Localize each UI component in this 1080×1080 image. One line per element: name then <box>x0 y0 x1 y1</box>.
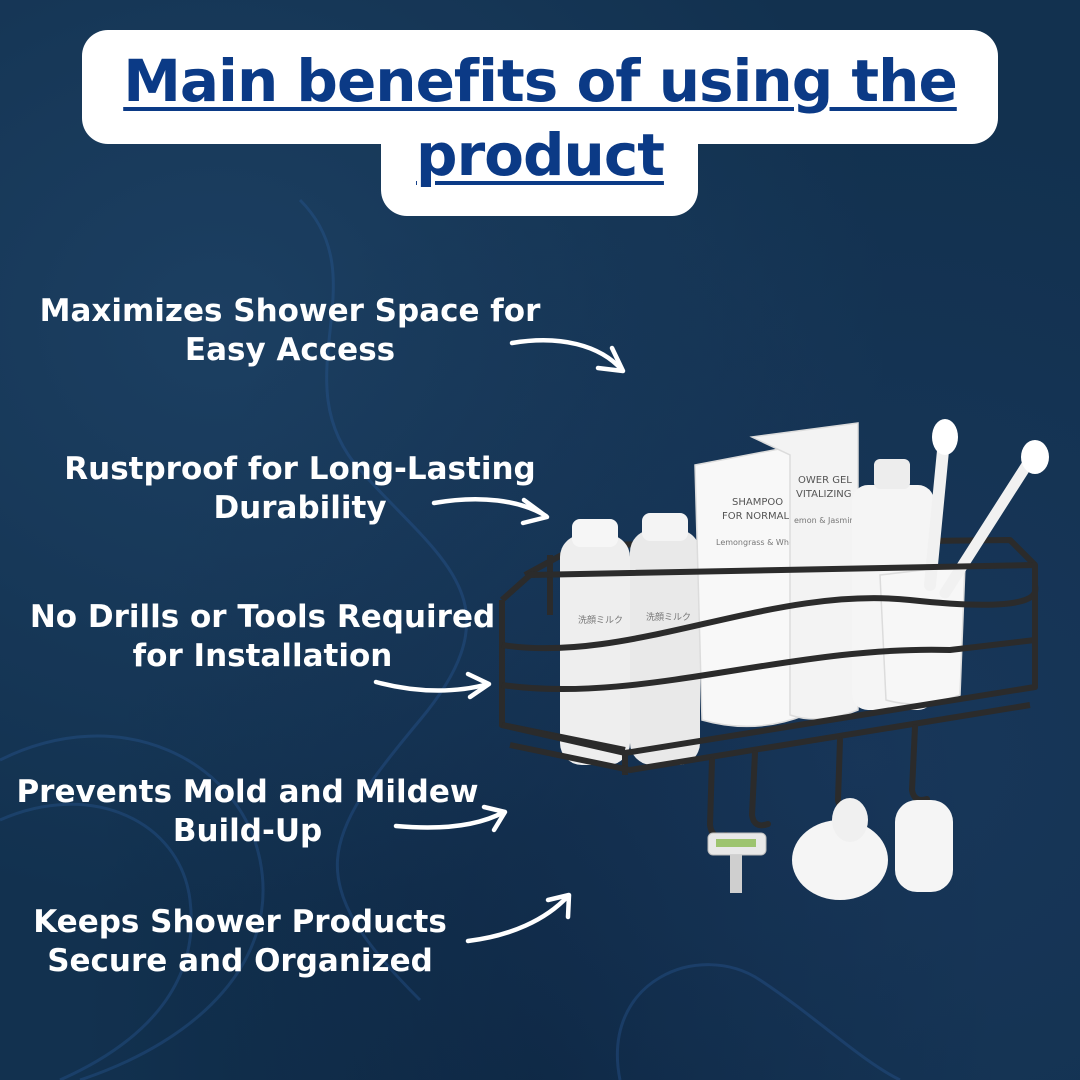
hanging-bottle <box>895 800 953 892</box>
gel-label-3: emon & Jasmine <box>794 516 860 525</box>
benefit-2: Rustproof for Long-Lasting Durability <box>64 451 536 526</box>
page-title: Main benefits of using the product <box>123 47 958 189</box>
svg-text:洗顔ミルク: 洗顔ミルク <box>646 611 691 623</box>
shampoo-tube: SHAMPOO FOR NORMAL HAIR Lemongrass & Whe… <box>694 444 821 728</box>
small-bottle-1: 洗顔ミルク <box>560 519 630 765</box>
gel-label-1: OWER GEL <box>798 475 852 486</box>
svg-text:洗顔ミルク: 洗顔ミルク <box>578 614 623 626</box>
title-banner: Main benefits of using the product <box>0 0 1080 230</box>
benefit-4: Prevents Mold and Mildew Build-Up <box>16 774 479 849</box>
title-box-bottom <box>381 110 698 216</box>
toothbrush-cup <box>879 419 1049 705</box>
shampoo-label-1: SHAMPOO <box>732 497 783 508</box>
bath-brush <box>792 798 888 900</box>
small-bottle-2: 洗顔ミルク <box>630 513 700 765</box>
razor <box>707 832 767 893</box>
benefit-3: No Drills or Tools Required for Installa… <box>29 599 496 674</box>
shower-caddy-illustration: 洗顔ミルク 洗顔ミルク SHAMPOO FOR NORMAL HAIR Lemo… <box>499 419 1049 900</box>
benefit-5: Keeps Shower Products Secure and Organiz… <box>33 904 447 979</box>
gel-label-2: VITALIZING <box>796 489 852 500</box>
benefit-1: Maximizes Shower Space for Easy Access <box>39 293 541 368</box>
shampoo-label-3: Lemongrass & Wheat prot <box>716 538 821 547</box>
shampoo-label-2: FOR NORMAL HAIR <box>722 511 817 522</box>
